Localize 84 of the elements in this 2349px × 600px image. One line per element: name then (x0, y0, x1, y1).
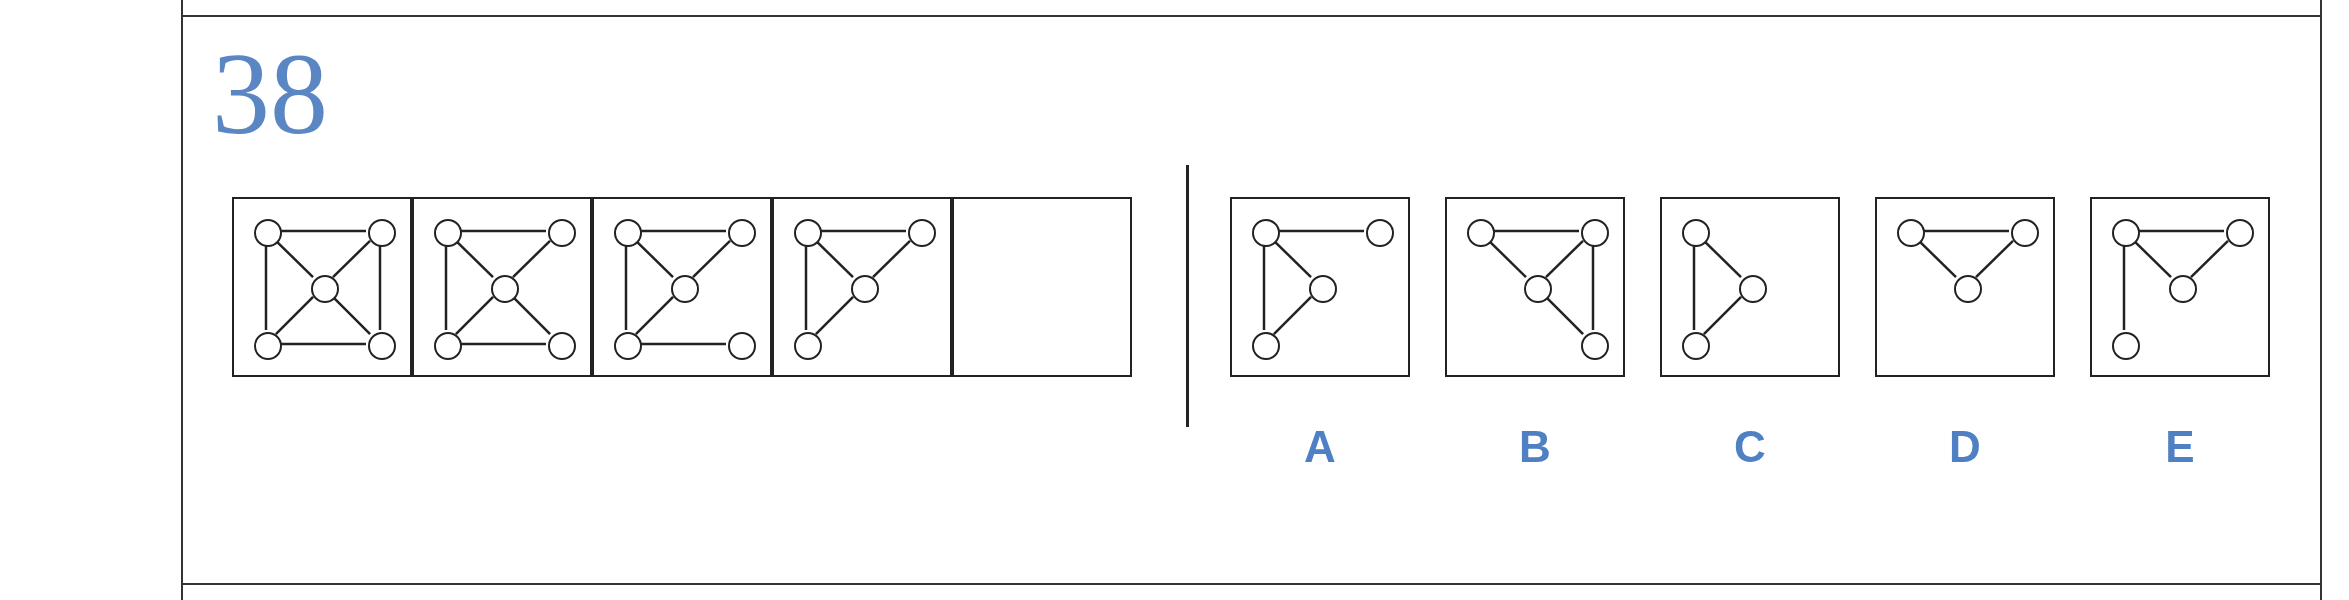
connector-line (512, 239, 551, 279)
vertex-circle (614, 332, 642, 360)
vertex-circle (1897, 219, 1925, 247)
connector-line (2122, 245, 2126, 330)
vertex-circle (728, 219, 756, 247)
vertex-circle (1524, 275, 1552, 303)
connector-line (1273, 296, 1312, 335)
vertex-circle (491, 275, 519, 303)
vertex-circle (254, 332, 282, 360)
sequence-tile (412, 197, 592, 377)
connector-line (1591, 245, 1595, 330)
vertex-circle (794, 332, 822, 360)
connector-line (1545, 296, 1584, 335)
sequence-tile (232, 197, 412, 377)
vertex-circle (2112, 332, 2140, 360)
vertex-circle (311, 275, 339, 303)
connector-line (804, 245, 808, 330)
vertex-circle (1467, 219, 1495, 247)
connector-line (692, 239, 731, 279)
connector-line (1278, 229, 1364, 233)
connector-line (820, 229, 906, 233)
vertex-circle (671, 275, 699, 303)
option-letter: B (1519, 425, 1551, 469)
connector-line (1493, 229, 1579, 233)
vertex-circle (1252, 219, 1280, 247)
connector-line (455, 296, 494, 335)
connector-line (275, 296, 314, 335)
option-letter: C (1734, 425, 1766, 469)
vertex-circle (1252, 332, 1280, 360)
vertex-circle (368, 219, 396, 247)
connector-line (2138, 229, 2224, 233)
connector-line (1975, 239, 2014, 279)
connector-line (640, 229, 726, 233)
vertex-circle (614, 219, 642, 247)
vertex-circle (1309, 275, 1337, 303)
sequence-tile (592, 197, 772, 377)
vertex-circle (1366, 219, 1394, 247)
connector-line (1923, 229, 2009, 233)
connector-line (264, 245, 268, 330)
vertex-circle (2011, 219, 2039, 247)
vertex-circle (1682, 219, 1710, 247)
vertex-circle (434, 219, 462, 247)
connector-line (1545, 239, 1584, 279)
connector-line (2190, 239, 2229, 279)
connector-line (872, 239, 911, 279)
connector-line (332, 239, 371, 279)
sequence-tile (952, 197, 1132, 377)
vertex-circle (1581, 332, 1609, 360)
vertex-circle (728, 332, 756, 360)
vertex-circle (2112, 219, 2140, 247)
vertex-circle (548, 219, 576, 247)
vertex-circle (794, 219, 822, 247)
connector-line (280, 342, 366, 346)
vertex-circle (851, 275, 879, 303)
connector-line (280, 229, 366, 233)
vertex-circle (1954, 275, 1982, 303)
connector-line (460, 342, 546, 346)
vertex-circle (2226, 219, 2254, 247)
connector-line (624, 245, 628, 330)
option-letter: E (2165, 425, 2195, 469)
vertex-circle (1739, 275, 1767, 303)
connector-line (332, 296, 371, 335)
vertex-circle (368, 332, 396, 360)
option-letter: D (1949, 425, 1981, 469)
connector-line (460, 229, 546, 233)
connector-line (1692, 245, 1696, 330)
connector-line (815, 296, 854, 335)
connector-line (378, 245, 382, 330)
vertex-circle (434, 332, 462, 360)
connector-line (635, 296, 674, 335)
sequence-tile (772, 197, 952, 377)
connector-line (512, 296, 551, 335)
connector-line (1262, 245, 1266, 330)
connector-line (444, 245, 448, 330)
connector-line (640, 342, 726, 346)
question-number: 38 (212, 36, 328, 152)
connector-line (1703, 296, 1742, 335)
vertex-circle (254, 219, 282, 247)
option-letter: A (1304, 425, 1336, 469)
vertex-circle (1682, 332, 1710, 360)
vertex-circle (548, 332, 576, 360)
vertex-circle (1581, 219, 1609, 247)
vertex-circle (2169, 275, 2197, 303)
vertex-circle (908, 219, 936, 247)
